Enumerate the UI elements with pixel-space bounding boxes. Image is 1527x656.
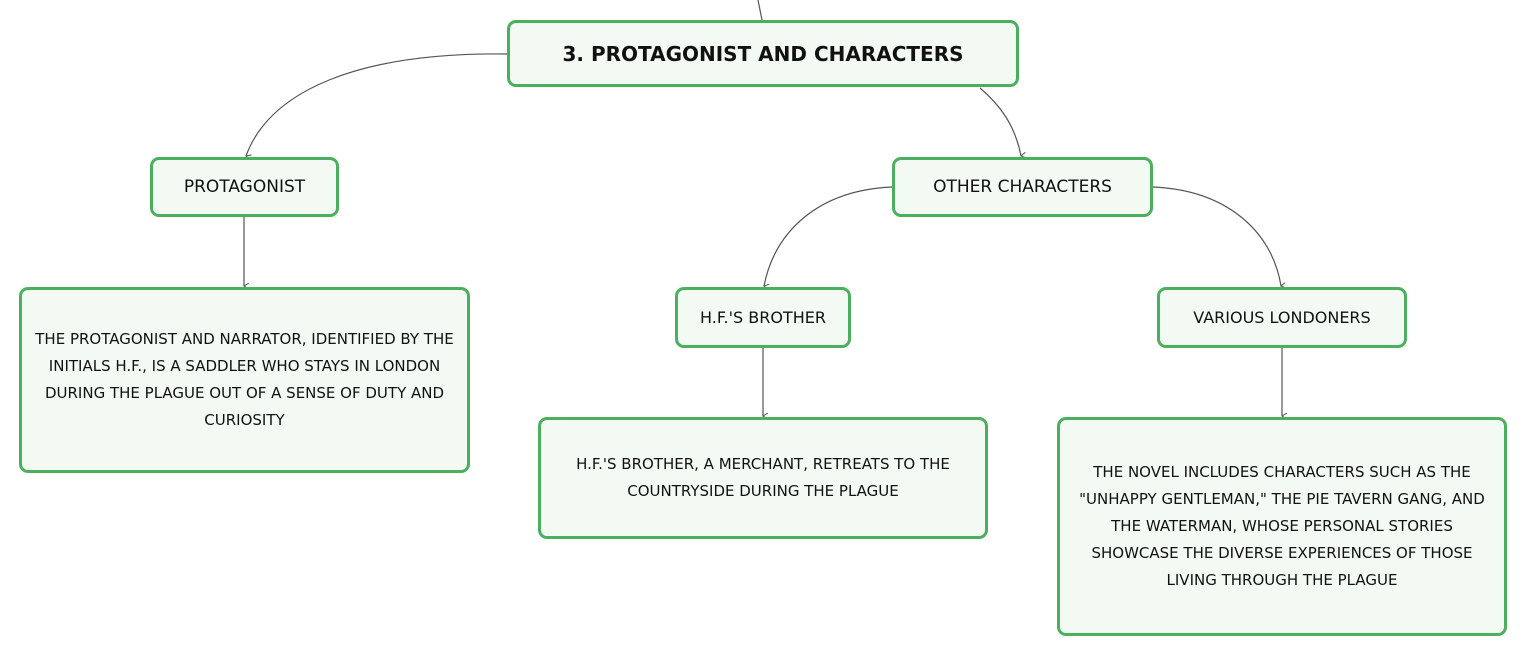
various-londoners-node[interactable]: VARIOUS LONDONERS — [1157, 287, 1407, 348]
various-londoners-description-node[interactable]: THE NOVEL INCLUDES CHARACTERS SUCH AS TH… — [1057, 417, 1507, 636]
other-characters-label: OTHER CHARACTERS — [933, 177, 1112, 197]
various-londoners-label: VARIOUS LONDONERS — [1193, 308, 1371, 327]
connector-parent-to-root — [757, 0, 763, 21]
hf-brother-description-text: H.F.'S BROTHER, A MERCHANT, RETREATS TO … — [576, 455, 950, 500]
various-londoners-description-text: THE NOVEL INCLUDES CHARACTERS SUCH AS TH… — [1079, 463, 1485, 589]
connector-other-to-londoners — [1152, 186, 1281, 286]
connector-root-to-other — [979, 87, 1021, 156]
protagonist-node[interactable]: PROTAGONIST — [150, 157, 339, 217]
protagonist-description-text: THE PROTAGONIST AND NARRATOR, IDENTIFIED… — [35, 330, 454, 429]
connector-other-to-brother — [764, 186, 893, 286]
hf-brother-description-node[interactable]: H.F.'S BROTHER, A MERCHANT, RETREATS TO … — [538, 417, 988, 539]
protagonist-label: PROTAGONIST — [183, 177, 306, 197]
hf-brother-node[interactable]: H.F.'S BROTHER — [675, 287, 851, 348]
root-topic-label: 3. PROTAGONIST AND CHARACTERS — [562, 41, 964, 66]
root-topic-node[interactable]: 3. PROTAGONIST AND CHARACTERS — [507, 20, 1019, 87]
connector-root-to-protagonist — [246, 53, 508, 156]
other-characters-node[interactable]: OTHER CHARACTERS — [892, 157, 1153, 217]
hf-brother-label: H.F.'S BROTHER — [700, 308, 826, 327]
protagonist-description-node[interactable]: THE PROTAGONIST AND NARRATOR, IDENTIFIED… — [19, 287, 470, 473]
